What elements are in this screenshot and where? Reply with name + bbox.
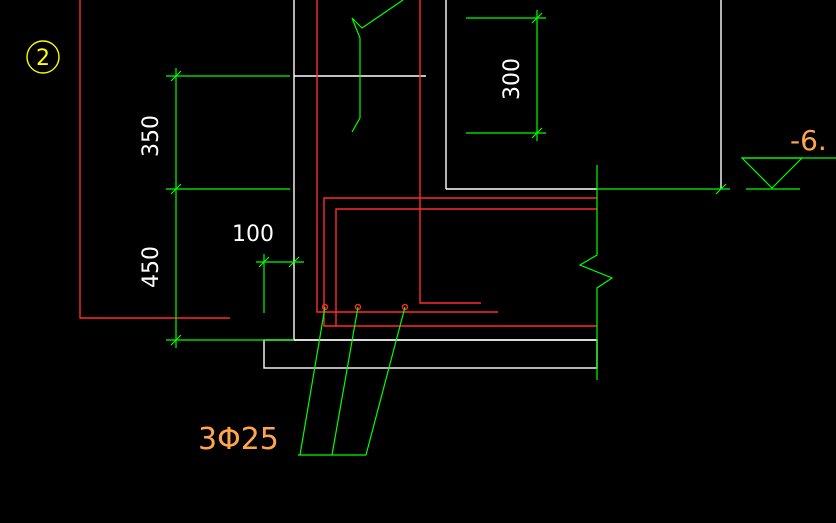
leader-line <box>299 306 326 456</box>
right-dim-tick <box>715 183 727 195</box>
bottom-bar-inner <box>335 208 597 326</box>
vertical-bar-inner <box>419 0 481 304</box>
rebar-hook <box>351 0 404 133</box>
dim-tick <box>531 127 543 139</box>
detail-marker-number: 2 <box>36 46 50 71</box>
dim-label-350: 350 <box>139 115 164 157</box>
vertical-bar-outer <box>316 0 498 313</box>
leader-line <box>331 306 359 456</box>
detail-marker-circle <box>26 40 60 74</box>
left-outline <box>79 0 230 319</box>
elevation-triangle <box>740 157 804 189</box>
dim-tick <box>258 256 270 268</box>
dim-tick <box>531 12 543 24</box>
rebar-dot <box>401 303 409 311</box>
dim-tick <box>170 70 182 82</box>
bottom-bar-outer <box>323 197 597 327</box>
concrete-outlines <box>263 0 722 369</box>
dim-tick <box>170 334 182 346</box>
leader-line <box>365 306 406 456</box>
dim-label-300: 300 <box>500 58 525 100</box>
dim-tick <box>288 256 300 268</box>
dimension-lines <box>166 0 836 456</box>
rebar-lines <box>79 0 597 327</box>
detail-marker: 2 <box>26 40 60 74</box>
dim-label-100: 100 <box>232 222 274 247</box>
dimension-labels: 350 450 100 300 <box>139 58 525 288</box>
dim-tick <box>170 183 182 195</box>
rebar-callout-label: 3Φ25 <box>198 422 279 457</box>
dim-label-450: 450 <box>139 246 164 288</box>
elevation-label: -6. <box>790 124 827 157</box>
blinding-slab <box>263 339 598 369</box>
break-line <box>578 165 614 380</box>
